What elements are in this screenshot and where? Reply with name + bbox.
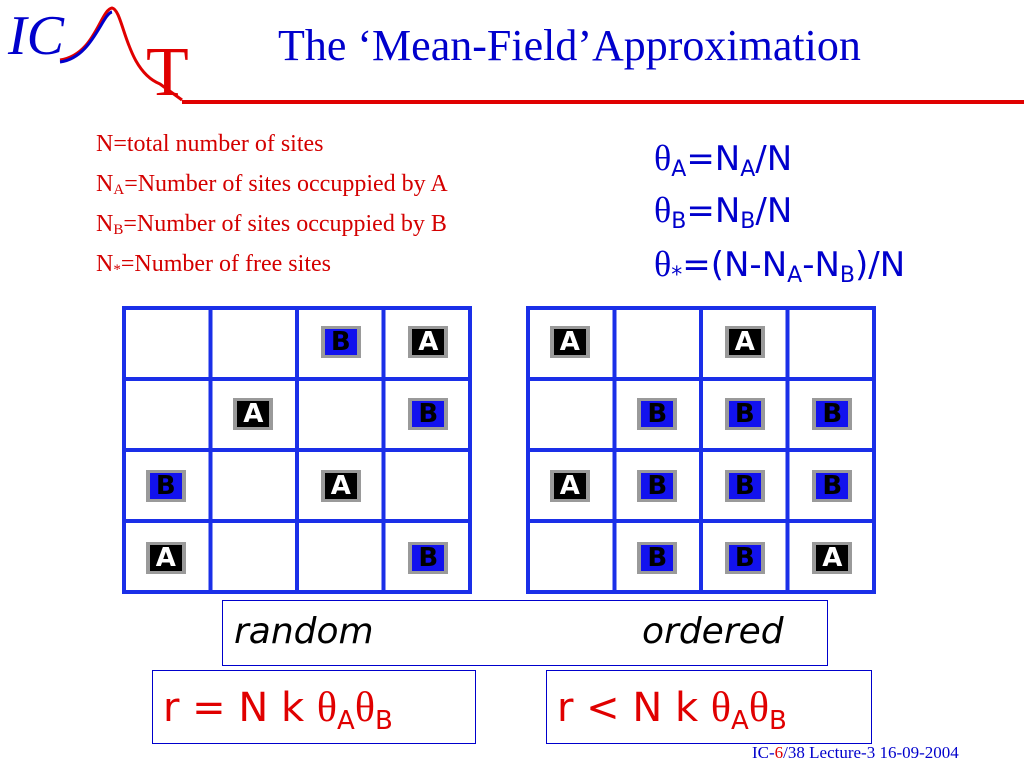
site-token-label: B xyxy=(728,473,761,499)
definition-n: N=total number of sites xyxy=(96,131,324,157)
site-token-label: A xyxy=(553,329,586,355)
definition-nb: NB=Number of sites occuppied by B xyxy=(96,211,447,238)
logo-t-text: T xyxy=(146,34,189,111)
site-token-b: B xyxy=(724,542,765,574)
site-token-label: A xyxy=(412,329,445,355)
site-token-label: B xyxy=(641,545,674,571)
site-token-label: A xyxy=(816,545,849,571)
site-token-label: A xyxy=(237,401,270,427)
site-token-label: B xyxy=(412,545,445,571)
ordered-grid-lines xyxy=(526,306,876,594)
ordered-lattice: A A B B B A B B B B B A xyxy=(526,306,876,594)
site-token-label: B xyxy=(324,329,357,355)
site-token-b: B xyxy=(408,542,449,574)
title-rule xyxy=(182,100,1024,104)
lattice-label-box xyxy=(222,600,828,666)
site-token-b: B xyxy=(724,470,765,502)
formula-theta-free: θ*=(N-NA-NB)/N xyxy=(654,244,906,288)
site-token-b: B xyxy=(637,470,678,502)
label-ordered: ordered xyxy=(642,611,784,652)
formula-theta-a: θA=NA/N xyxy=(654,138,793,182)
site-token-b: B xyxy=(320,326,361,358)
site-token-a: A xyxy=(233,398,274,430)
site-token-a: A xyxy=(408,326,449,358)
site-token-label: A xyxy=(324,473,357,499)
site-token-label: B xyxy=(728,401,761,427)
rate-random: r = N k θAθB xyxy=(152,670,476,744)
site-token-b: B xyxy=(637,398,678,430)
site-token-a: A xyxy=(812,542,853,574)
site-token-label: B xyxy=(149,473,182,499)
site-token-b: B xyxy=(724,398,765,430)
site-token-label: A xyxy=(553,473,586,499)
definition-na: NA=Number of sites occuppied by A xyxy=(96,171,448,198)
site-token-b: B xyxy=(145,470,186,502)
site-token-label: B xyxy=(641,473,674,499)
site-token-b: B xyxy=(408,398,449,430)
slide-title: The ‘Mean-Field’Approximation xyxy=(278,21,861,70)
site-token-label: A xyxy=(728,329,761,355)
rate-ordered: r < N k θAθB xyxy=(546,670,872,744)
site-token-a: A xyxy=(549,326,590,358)
site-token-a: A xyxy=(320,470,361,502)
formula-theta-b: θB=NB/N xyxy=(654,190,793,234)
logo-curve xyxy=(59,6,183,102)
site-token-label: B xyxy=(816,401,849,427)
site-token-a: A xyxy=(145,542,186,574)
definition-nfree: N*=Number of free sites xyxy=(96,251,331,278)
site-token-a: A xyxy=(724,326,765,358)
site-token-label: B xyxy=(641,401,674,427)
site-token-b: B xyxy=(637,542,678,574)
label-random: random xyxy=(234,611,374,652)
random-lattice: B A A B B A A B xyxy=(122,306,472,594)
site-token-b: B xyxy=(812,470,853,502)
site-token-a: A xyxy=(549,470,590,502)
random-grid-lines xyxy=(122,306,472,594)
logo-ic-text: IC xyxy=(8,5,64,67)
site-token-label: B xyxy=(412,401,445,427)
site-token-label: B xyxy=(816,473,849,499)
slide-footer: IC-6/38 Lecture-3 16-09-2004 xyxy=(752,743,959,762)
site-token-label: B xyxy=(728,545,761,571)
site-token-b: B xyxy=(812,398,853,430)
site-token-label: A xyxy=(149,545,182,571)
